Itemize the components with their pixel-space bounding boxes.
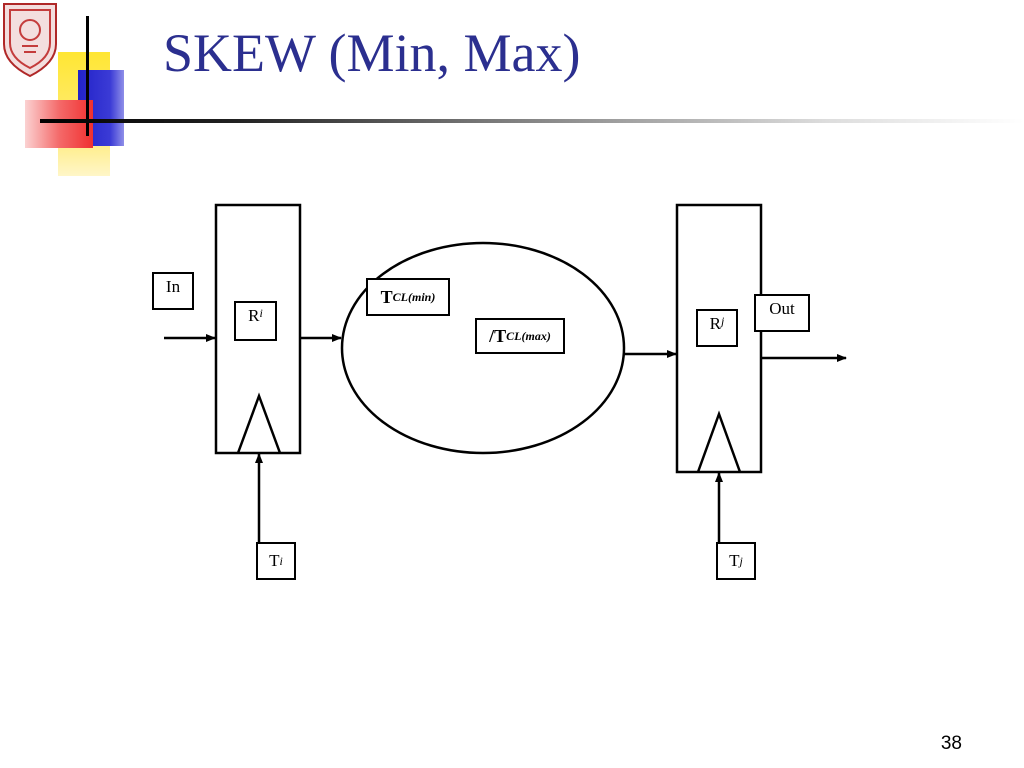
slide-title: SKEW (Min, Max) <box>163 23 581 83</box>
deco-red-block <box>25 100 93 148</box>
register-i-clock-triangle <box>236 392 282 454</box>
register-j-clock-triangle <box>696 410 742 473</box>
page-number: 38 <box>940 733 962 754</box>
title-divider <box>40 119 1024 123</box>
input-label: In <box>152 272 194 310</box>
university-seal-icon <box>3 3 57 78</box>
output-label: Out <box>754 294 810 332</box>
deco-vertical-line <box>86 16 89 136</box>
